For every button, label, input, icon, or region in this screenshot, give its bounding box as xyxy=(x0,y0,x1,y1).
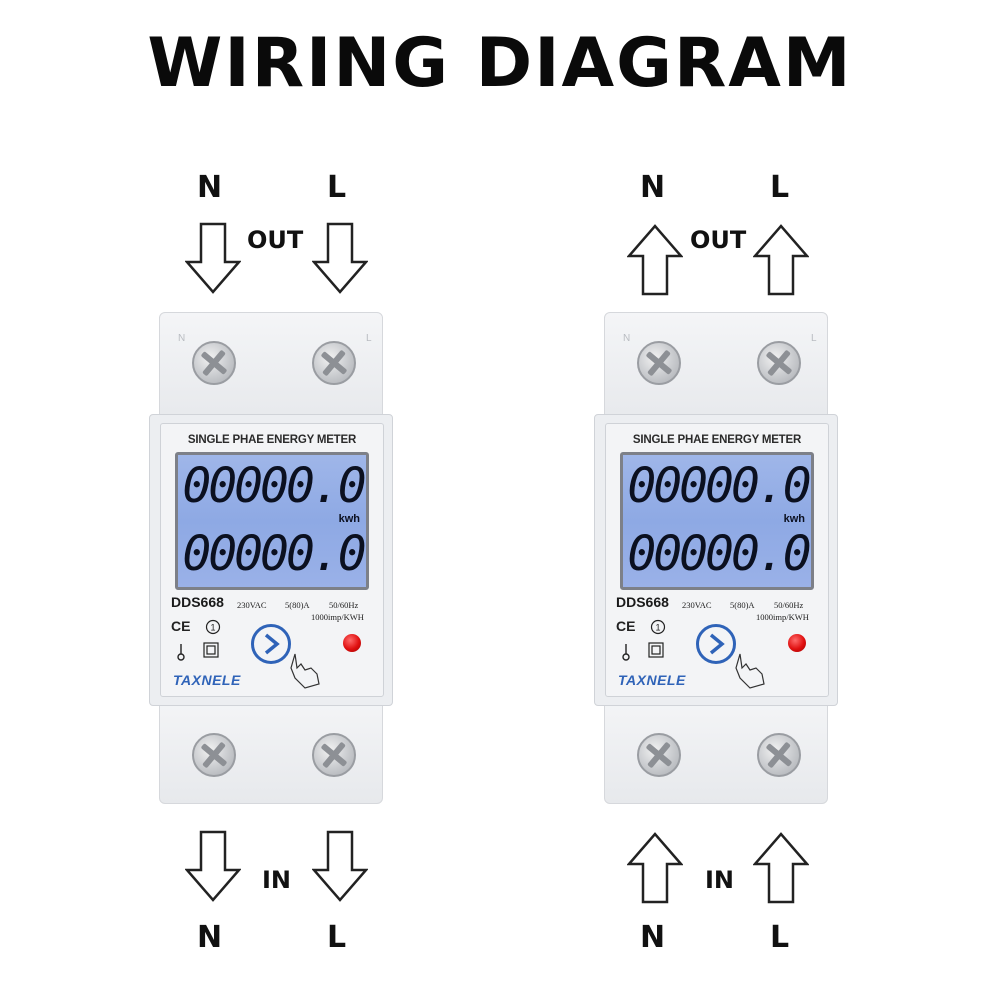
meter-bottom-module xyxy=(604,694,828,804)
double-insulation-icon xyxy=(203,642,219,658)
energy-meter: N L SINGLE PHAE ENERGY METER 00000.0 kwh… xyxy=(149,312,393,804)
lcd-reading-bottom: 00000.0 xyxy=(627,526,811,582)
in-label: IN xyxy=(705,866,735,894)
top-live-label: L xyxy=(770,170,790,205)
out-label: OUT xyxy=(247,226,304,254)
class-mark-text: 1 xyxy=(210,623,215,633)
out-label: OUT xyxy=(690,226,747,254)
terminal-l-mark: L xyxy=(366,333,372,344)
screw-icon xyxy=(757,341,801,385)
up-arrow-icon xyxy=(753,224,809,296)
spec-frequency: 50/60Hz xyxy=(774,600,804,610)
screw-icon xyxy=(192,733,236,777)
meter-top-module: N L xyxy=(604,312,828,422)
spec-voltage: 230VAC xyxy=(682,600,712,610)
meter-face: SINGLE PHAE ENERGY METER 00000.0 kwh 000… xyxy=(605,423,829,697)
led-icon xyxy=(788,634,806,652)
lcd-reading-top: 00000.0 xyxy=(182,458,366,514)
lcd-unit: kwh xyxy=(783,513,805,525)
screw-icon xyxy=(312,341,356,385)
terminal-n-mark: N xyxy=(178,333,186,344)
ce-mark: CE xyxy=(616,618,636,634)
in-label: IN xyxy=(262,866,292,894)
class-mark-icon: 1 xyxy=(205,619,221,635)
spec-voltage: 230VAC xyxy=(237,600,267,610)
ce-mark: CE xyxy=(171,618,191,634)
bottom-neutral-label: N xyxy=(640,920,666,955)
spec-current: 5(80)A xyxy=(285,600,310,610)
meter-bottom-module xyxy=(159,694,383,804)
terminal-n-mark: N xyxy=(623,333,631,344)
class-mark-icon: 1 xyxy=(650,619,666,635)
brand-logo: TAXNELE xyxy=(173,672,241,688)
bottom-live-label: L xyxy=(770,920,790,955)
energy-meter: N L SINGLE PHAE ENERGY METER 00000.0 kwh… xyxy=(594,312,838,804)
brand-logo: TAXNELE xyxy=(618,672,686,688)
screw-icon xyxy=(637,733,681,777)
down-arrow-icon xyxy=(312,222,368,294)
spec-frequency: 50/60Hz xyxy=(329,600,359,610)
lcd-display: 00000.0 kwh 00000.0 xyxy=(175,452,369,590)
ground-icon xyxy=(177,644,185,661)
spec-impulse: 1000imp/KWH xyxy=(311,612,364,622)
next-button-icon xyxy=(696,624,736,664)
meter-face: SINGLE PHAE ENERGY METER 00000.0 kwh 000… xyxy=(160,423,384,697)
top-live-label: L xyxy=(327,170,347,205)
wiring-diagram-left: N L OUT N L SINGLE PHAE ENERGY METER 000… xyxy=(25,0,525,1000)
lcd-display: 00000.0 kwh 00000.0 xyxy=(620,452,814,590)
meter-face-title: SINGLE PHAE ENERGY METER xyxy=(187,434,357,446)
terminal-l-mark: L xyxy=(811,333,817,344)
wiring-diagram-right: N L OUT N L SINGLE PHAE ENERGY METER 000… xyxy=(470,0,970,1000)
bottom-live-label: L xyxy=(327,920,347,955)
double-insulation-icon xyxy=(648,642,664,658)
down-arrow-icon xyxy=(185,222,241,294)
model-number: DDS668 xyxy=(616,594,669,610)
spec-impulse: 1000imp/KWH xyxy=(756,612,809,622)
meter-face-title: SINGLE PHAE ENERGY METER xyxy=(632,434,802,446)
model-number: DDS668 xyxy=(171,594,224,610)
down-arrow-icon xyxy=(312,830,368,902)
screw-icon xyxy=(312,733,356,777)
meter-front-panel: SINGLE PHAE ENERGY METER 00000.0 kwh 000… xyxy=(149,414,393,706)
bottom-neutral-label: N xyxy=(197,920,223,955)
hand-pointer-icon xyxy=(290,653,320,689)
lcd-reading-top: 00000.0 xyxy=(627,458,811,514)
down-arrow-icon xyxy=(185,830,241,902)
class-mark-text: 1 xyxy=(655,623,660,633)
screw-icon xyxy=(757,733,801,777)
meter-top-module: N L xyxy=(159,312,383,422)
lcd-reading-bottom: 00000.0 xyxy=(182,526,366,582)
top-neutral-label: N xyxy=(640,170,666,205)
lcd-unit: kwh xyxy=(338,513,360,525)
ground-icon xyxy=(622,644,630,661)
led-icon xyxy=(343,634,361,652)
hand-pointer-icon xyxy=(735,653,765,689)
screw-icon xyxy=(637,341,681,385)
top-neutral-label: N xyxy=(197,170,223,205)
spec-current: 5(80)A xyxy=(730,600,755,610)
page-title: WIRING DIAGRAM xyxy=(147,24,853,103)
up-arrow-icon xyxy=(627,832,683,904)
next-button-icon xyxy=(251,624,291,664)
up-arrow-icon xyxy=(753,832,809,904)
screw-icon xyxy=(192,341,236,385)
meter-front-panel: SINGLE PHAE ENERGY METER 00000.0 kwh 000… xyxy=(594,414,838,706)
up-arrow-icon xyxy=(627,224,683,296)
